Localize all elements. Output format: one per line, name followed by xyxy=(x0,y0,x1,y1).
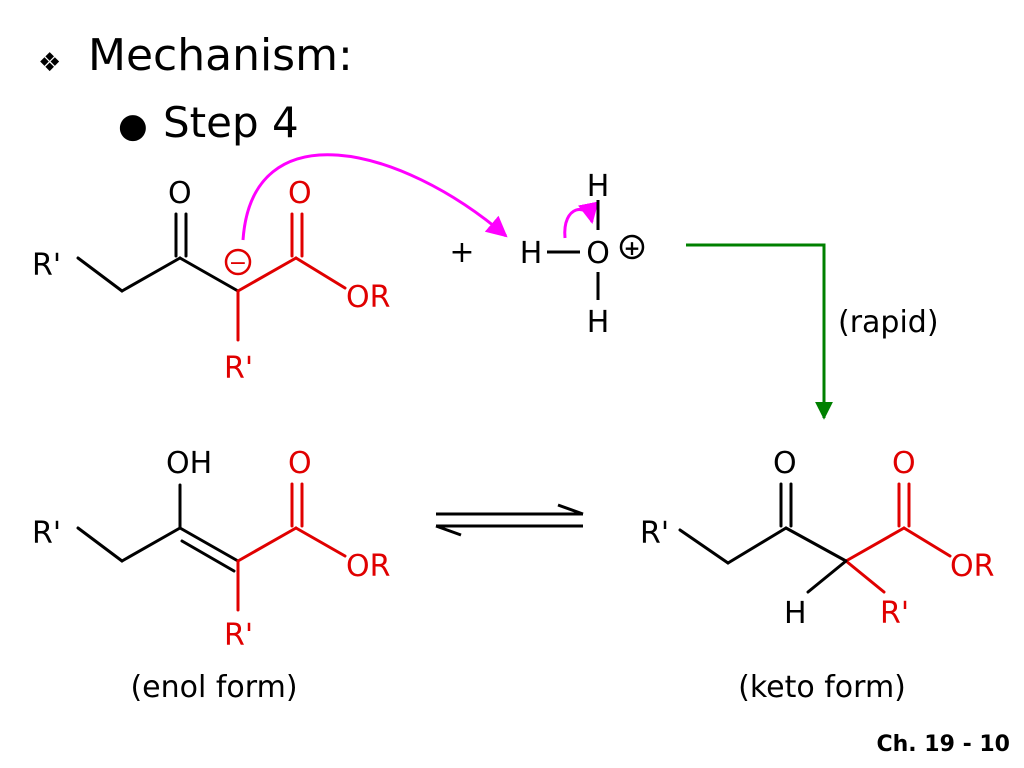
keto-rprime-left: R' xyxy=(640,516,669,551)
bond xyxy=(902,526,952,558)
rapid-arrow xyxy=(686,243,833,420)
negative-charge-sign: − xyxy=(229,251,247,276)
enolate-molecule xyxy=(76,212,347,342)
heading-bullet-icon: ❖ xyxy=(38,48,62,78)
electron-arrow-small xyxy=(563,201,599,239)
bond xyxy=(178,256,240,293)
bond xyxy=(294,526,347,558)
positive-charge-sign: + xyxy=(624,236,641,260)
bond xyxy=(120,526,182,563)
rapid-label: (rapid) xyxy=(838,305,939,340)
electron-arrow-curved xyxy=(241,153,508,241)
enol-ester-o: O xyxy=(288,446,312,481)
double-bond xyxy=(178,526,240,563)
enol-molecule xyxy=(76,482,347,612)
keto-h: H xyxy=(784,596,807,631)
enol-rprime-bottom: R' xyxy=(224,618,253,653)
keto-ketone-o: O xyxy=(773,446,797,481)
subheading-title: Step 4 xyxy=(163,98,299,147)
double-bond xyxy=(180,539,236,573)
hydronium-h-left: H xyxy=(520,236,543,271)
negative-charge-icon xyxy=(224,248,252,276)
enol-rprime-left: R' xyxy=(32,516,61,551)
positive-charge-icon xyxy=(619,234,645,260)
hydronium-h-bottom: H xyxy=(587,305,610,340)
bond xyxy=(120,256,182,293)
enolate-ketone-o: O xyxy=(168,176,192,211)
bond xyxy=(726,526,788,565)
slide-number: Ch. 19 - 10 xyxy=(876,732,1010,757)
keto-molecule xyxy=(678,482,952,594)
equilibrium-arrows-icon xyxy=(435,503,584,537)
bond xyxy=(76,526,124,563)
keto-rprime-bottom: R' xyxy=(880,596,909,631)
enolate-rprime-left: R' xyxy=(32,248,61,283)
bond xyxy=(784,526,848,563)
enolate-or: OR xyxy=(346,280,390,315)
plus-sign: + xyxy=(449,235,474,270)
enolate-ester-o: O xyxy=(288,176,312,211)
bond xyxy=(76,256,124,293)
hydronium-o: O xyxy=(586,236,610,271)
hydronium-h-top: H xyxy=(587,169,610,204)
subheading-bullet-icon: ● xyxy=(118,106,148,146)
bond xyxy=(236,526,298,563)
bond xyxy=(844,559,886,594)
keto-or: OR xyxy=(950,549,994,584)
bond xyxy=(678,528,730,565)
enol-form-caption: (enol form) xyxy=(130,670,297,705)
heading-title: Mechanism: xyxy=(88,30,353,81)
bond xyxy=(806,559,848,594)
hydronium-ion xyxy=(547,200,645,300)
enol-or: OR xyxy=(346,549,390,584)
bond xyxy=(294,256,347,290)
keto-form-caption: (keto form) xyxy=(738,670,906,705)
enol-oh: OH xyxy=(166,446,212,481)
bond xyxy=(236,256,298,293)
keto-ester-o: O xyxy=(892,446,916,481)
bond xyxy=(844,526,906,563)
enolate-rprime-bottom: R' xyxy=(224,351,253,386)
